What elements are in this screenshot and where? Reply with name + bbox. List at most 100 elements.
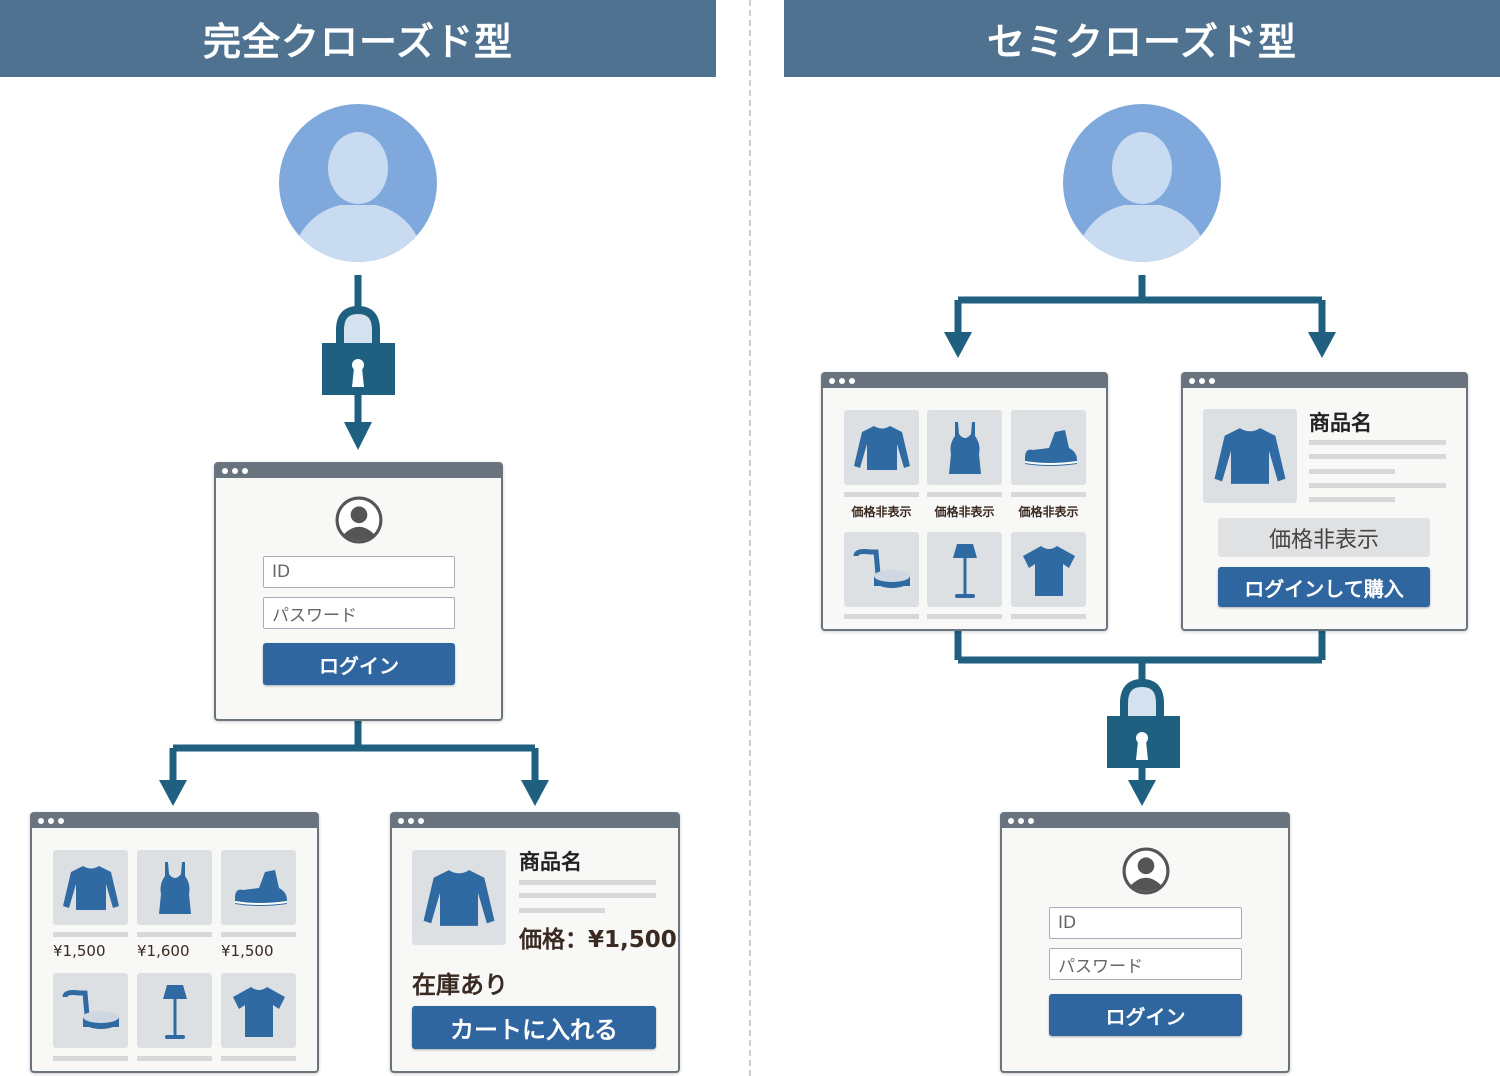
login-window-right: ID パスワード ログイン [1000,812,1290,1073]
product-name: 商品名 [1309,411,1372,435]
stock-status: 在庫あり [412,971,508,999]
placeholder-text-bar [1309,454,1446,459]
placeholder-text-bar [1011,492,1086,497]
sweater-icon [421,860,497,936]
window-control-dot [1189,378,1195,384]
window-titlebar [216,464,501,478]
catalog-window-left: ¥1,500 ¥1,600 ¥1,500 [30,812,319,1073]
product-tile[interactable] [53,973,128,1048]
placeholder-text-bar [137,1056,212,1061]
placeholder-text-bar [844,614,919,619]
right-section-title: セミクローズド型 [784,0,1500,77]
lock-icon-left [322,305,395,395]
tshirt-icon [1019,540,1079,600]
password-input[interactable]: パスワード [1049,948,1242,980]
login-button[interactable]: ログイン [263,643,455,685]
lock-icon-right [1107,678,1180,768]
product-tile[interactable] [1011,532,1086,607]
add-to-cart-button[interactable]: カートに入れる [412,1006,656,1049]
product-tile[interactable] [137,850,212,925]
placeholder-text-bar [927,492,1002,497]
placeholder-text-bar [137,932,212,937]
product-tile[interactable] [137,973,212,1048]
window-control-dot [1008,818,1014,824]
window-control-dot [398,818,404,824]
window-control-dot [1018,818,1024,824]
placeholder-text-bar [519,893,656,898]
sweater-icon [1212,418,1288,494]
product-tile[interactable] [221,850,296,925]
window-titlebar [32,814,317,828]
belt-icon [61,981,121,1041]
window-control-dot [48,818,54,824]
window-control-dot [38,818,44,824]
id-input[interactable]: ID [1049,907,1242,939]
belt-icon [852,540,912,600]
window-control-dot [849,378,855,384]
product-tile[interactable] [927,410,1002,485]
product-tile[interactable] [53,850,128,925]
user-avatar-left [279,104,437,262]
product-price: ¥1,500 [53,942,106,960]
lamp-icon [935,540,995,600]
window-control-dot [242,468,248,474]
placeholder-text-bar [1309,483,1446,488]
shoe-icon [229,858,289,918]
placeholder-text-bar [1309,440,1446,445]
product-tile[interactable] [927,532,1002,607]
window-control-dot [1209,378,1215,384]
login-window-left: ID パスワード ログイン [214,462,503,721]
password-input[interactable]: パスワード [263,597,455,629]
flow-connectors [169,275,1326,785]
user-icon [1122,847,1170,895]
sweater-icon [61,858,121,918]
placeholder-text-bar [927,614,1002,619]
placeholder-text-bar [519,880,656,885]
left-section-title: 完全クローズド型 [0,0,716,77]
window-control-dot [222,468,228,474]
tank-top-icon [935,418,995,478]
product-tile[interactable] [844,532,919,607]
placeholder-text-bar [53,1056,128,1061]
window-control-dot [1028,818,1034,824]
product-price: ¥1,500 [221,942,274,960]
window-control-dot [839,378,845,384]
lamp-icon [145,981,205,1041]
product-detail-window-left: 商品名 価格：¥1,500 在庫あり カートに入れる [390,812,680,1073]
price-hidden-label: 価格非表示 [1018,505,1079,519]
placeholder-text-bar [53,932,128,937]
product-tile[interactable] [1011,410,1086,485]
product-price: 価格：¥1,500 [519,927,677,953]
price-hidden-label: 価格非表示 [934,505,995,519]
window-titlebar [392,814,678,828]
window-titlebar [823,374,1106,388]
catalog-window-right: 価格非表示 価格非表示 価格非表示 [821,372,1108,631]
product-detail-window-right: 商品名 価格非表示 ログインして購入 [1181,372,1468,631]
product-image [1203,409,1297,503]
sweater-icon [852,418,912,478]
window-control-dot [1199,378,1205,384]
window-control-dot [418,818,424,824]
placeholder-text-bar [221,932,296,937]
price-hidden-label: 価格非表示 [1218,518,1430,557]
product-tile[interactable] [844,410,919,485]
tshirt-icon [229,981,289,1041]
user-avatar-right [1063,104,1221,262]
product-image [412,850,506,945]
login-button[interactable]: ログイン [1049,994,1242,1036]
shoe-icon [1019,418,1079,478]
placeholder-text-bar [844,492,919,497]
product-price: ¥1,600 [137,942,190,960]
arrowheads [159,332,1336,806]
tank-top-icon [145,858,205,918]
window-control-dot [829,378,835,384]
product-name: 商品名 [519,850,582,874]
id-input[interactable]: ID [263,556,455,588]
login-to-purchase-button[interactable]: ログインして購入 [1218,567,1430,607]
price-hidden-label: 価格非表示 [851,505,912,519]
user-icon [335,496,383,544]
placeholder-text-bar [519,908,605,913]
placeholder-text-bar [1309,497,1395,502]
product-tile[interactable] [221,973,296,1048]
